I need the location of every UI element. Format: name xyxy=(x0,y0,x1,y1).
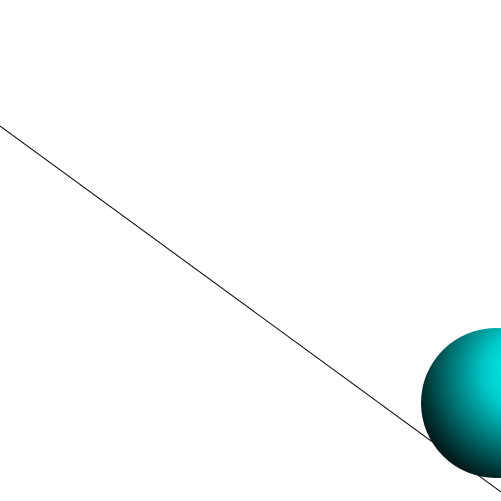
sphere xyxy=(421,328,501,478)
diagonal-line xyxy=(0,125,501,493)
